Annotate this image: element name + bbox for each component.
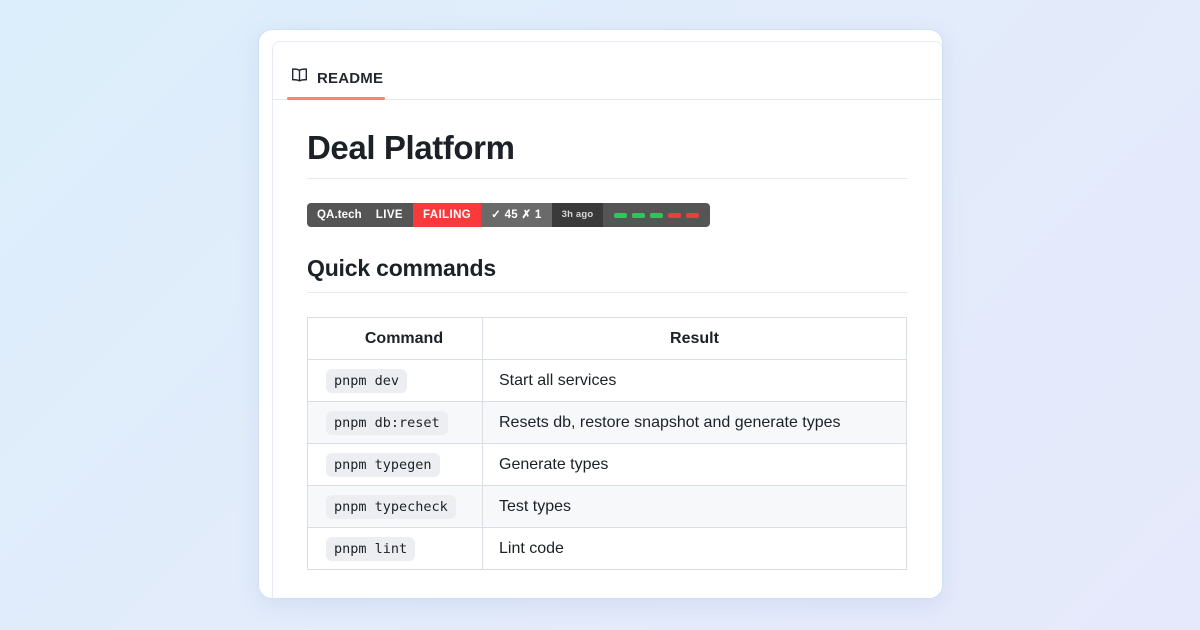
- table-row: pnpm dev Start all services: [307, 359, 907, 403]
- sparkline-dash: [686, 212, 700, 218]
- section-heading: Quick commands: [307, 255, 496, 282]
- badge-project: QA.tech: [307, 203, 372, 228]
- column-header-result: Result: [482, 317, 907, 361]
- cell-result: Lint code: [482, 527, 907, 571]
- command-chip[interactable]: pnpm typegen: [326, 452, 440, 477]
- title-divider: [307, 178, 908, 180]
- cell-result: Start all services: [482, 359, 907, 403]
- badge-state: FAILING: [412, 203, 482, 228]
- page-title: Deal Platform: [307, 129, 515, 166]
- column-header-command: Command: [307, 317, 483, 361]
- sparkline-dash: [614, 212, 628, 218]
- badge-environment: LIVE: [371, 203, 413, 228]
- cell-command: pnpm db:reset: [307, 401, 483, 445]
- sparkline-dash: [632, 212, 646, 218]
- book-icon: [291, 67, 308, 89]
- command-chip[interactable]: pnpm dev: [326, 368, 408, 393]
- sparkline-dash: [668, 212, 682, 218]
- sparkline-dash: [650, 212, 664, 218]
- command-chip[interactable]: pnpm db:reset: [326, 410, 448, 435]
- cell-result: Test types: [482, 485, 907, 529]
- cell-result: Resets db, restore snapshot and generate…: [482, 401, 907, 445]
- table-row: pnpm typegen Generate types: [307, 443, 907, 487]
- command-chip[interactable]: pnpm typecheck: [326, 494, 456, 519]
- table-row: pnpm db:reset Resets db, restore snapsho…: [307, 401, 907, 445]
- table-row: pnpm typecheck Test types: [307, 485, 907, 529]
- table-header-row: Command Result: [307, 317, 907, 361]
- badge-sparkline: [603, 203, 711, 228]
- readme-card: README Deal Platform QA.tech LIVE FAILIN…: [258, 29, 943, 599]
- cell-command: pnpm lint: [307, 527, 483, 571]
- tab-readme[interactable]: README: [287, 67, 393, 100]
- cell-command: pnpm typecheck: [307, 485, 483, 529]
- cell-command: pnpm typegen: [307, 443, 483, 487]
- table-row: pnpm lint Lint code: [307, 527, 907, 571]
- command-chip[interactable]: pnpm lint: [326, 536, 416, 561]
- tab-bar: README: [273, 42, 942, 100]
- badge-timestamp: 3h ago: [551, 203, 604, 228]
- table-head: Command Result: [307, 317, 907, 361]
- section-divider: [307, 292, 908, 294]
- cell-result: Generate types: [482, 443, 907, 487]
- tab-label: README: [317, 69, 384, 87]
- quick-commands-table: Command Result pnpm dev Start all servic…: [307, 317, 907, 571]
- status-badge[interactable]: QA.tech LIVE FAILING ✓ 45 ✗ 1 3h ago: [307, 203, 711, 228]
- badge-test-counts: ✓ 45 ✗ 1: [481, 203, 552, 228]
- table-body: pnpm dev Start all services pnpm db:rese…: [307, 359, 907, 571]
- readme-panel: README Deal Platform QA.tech LIVE FAILIN…: [272, 41, 942, 598]
- cell-command: pnpm dev: [307, 359, 483, 403]
- markdown-body: Deal Platform QA.tech LIVE FAILING ✓ 45 …: [273, 100, 942, 571]
